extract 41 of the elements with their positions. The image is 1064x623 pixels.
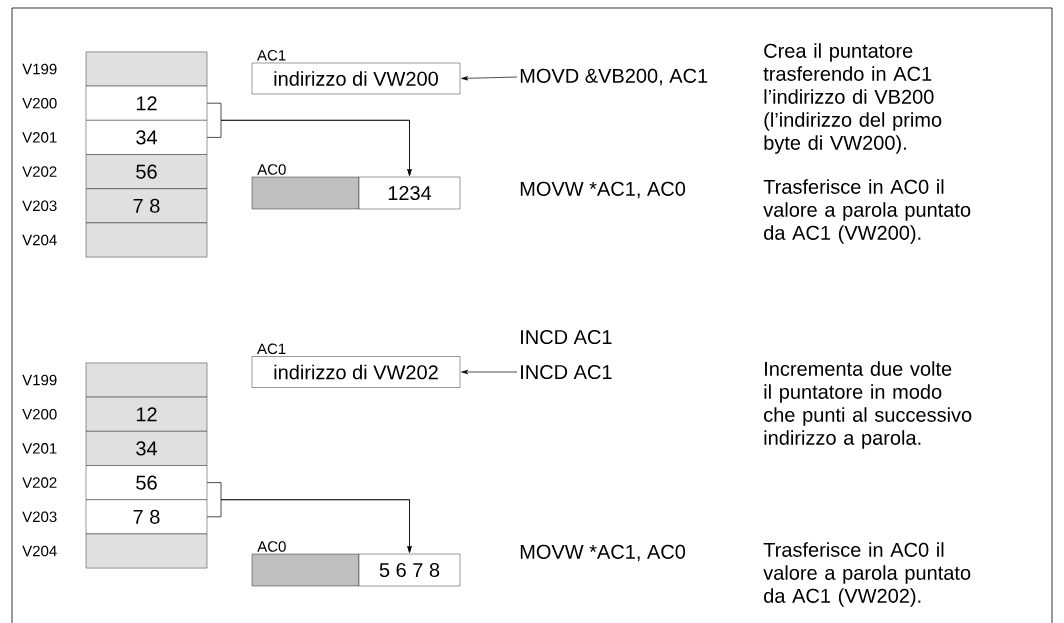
address-label: V200 (22, 408, 57, 420)
memory-cell: 56 (85, 465, 208, 500)
arrow (461, 369, 518, 375)
register-box: indirizzo di VW202 (251, 356, 461, 388)
memory-cell: 12 (85, 396, 208, 432)
address-label: V203 (22, 511, 57, 523)
address-label: V201 (22, 132, 57, 143)
register-name: AC0 (257, 541, 286, 552)
memory-cell: 12 (85, 85, 208, 121)
address-label: V199 (22, 374, 57, 386)
description: Trasferisce in AC0 il valore a parola puntato da AC1 (VW202). (763, 542, 971, 607)
register-box: 1234 (251, 176, 461, 210)
memory-cell: 34 (85, 120, 208, 155)
address-label: V200 (22, 97, 57, 109)
instruction: INCD AC1 (521, 364, 612, 380)
address-label: V202 (22, 166, 57, 177)
instruction: INCD AC1 (521, 329, 612, 345)
memory-cell: 7 8 (85, 499, 208, 535)
description: Crea il puntatore trasferendo in AC1 l’indirizzo di VB200 (l’indirizzo del primo byte di VW200). (763, 43, 942, 154)
register-box: indirizzo di VW200 (251, 62, 461, 95)
arrow (206, 119, 412, 176)
address-label: V201 (22, 443, 57, 454)
address-label: V199 (22, 63, 57, 75)
address-label: V202 (22, 477, 57, 488)
memory-cell: 34 (85, 431, 208, 466)
register-name: AC0 (257, 164, 286, 175)
instruction: MOVD &VB200, AC1 (520, 68, 708, 86)
register-name: AC1 (257, 50, 286, 61)
register-name: AC1 (257, 343, 286, 355)
address-label: V203 (22, 200, 57, 212)
description: Trasferisce in AC0 il valore a parola puntato da AC1 (VW200). (763, 179, 971, 244)
arrow (461, 76, 518, 81)
address-label: V204 (22, 234, 57, 246)
description: Incrementa due volte il puntatore in modo che punti al successivo indirizzo a parola. (764, 361, 972, 449)
address-label: V204 (22, 545, 57, 557)
register-box: 5 6 7 8 (251, 553, 461, 587)
instruction: MOVW *AC1, AC0 (520, 181, 686, 199)
instruction: MOVW *AC1, AC0 (520, 544, 686, 562)
memory-cell: 56 (85, 154, 208, 189)
arrow (206, 499, 412, 553)
memory-cell: 7 8 (85, 188, 208, 224)
